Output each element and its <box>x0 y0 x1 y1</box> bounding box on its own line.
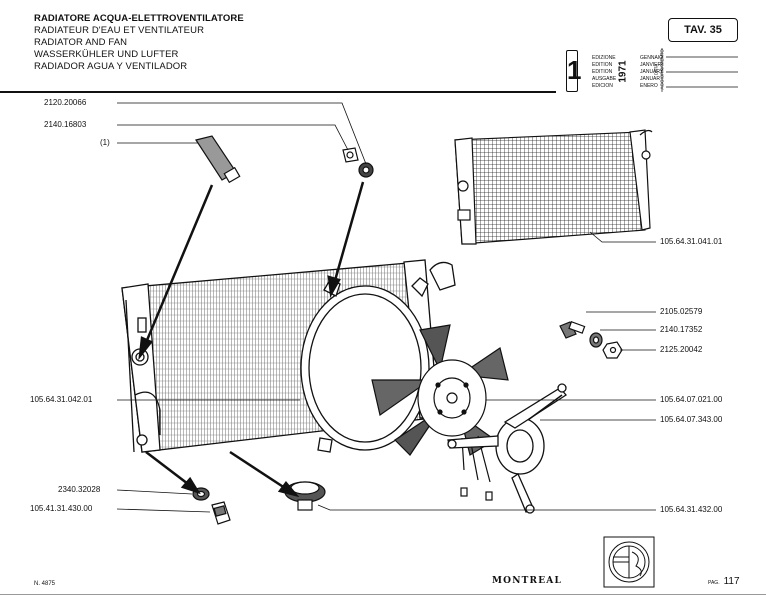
top-washer-and-nut <box>342 147 374 178</box>
brand-name: MONTREAL <box>492 576 562 586</box>
title-italian: RADIATORE ACQUA-ELETTROVENTILATORE <box>34 13 244 24</box>
edition-month: JANUAR <box>640 76 661 82</box>
leader-lines <box>116 102 656 513</box>
part-label: 105.64.07.343.00 <box>660 415 723 424</box>
edition-fill-lines <box>661 48 738 92</box>
page-number: 117 <box>723 576 740 587</box>
part-label: 2105.02579 <box>660 307 703 316</box>
part-label: 2140.17352 <box>660 325 703 334</box>
title-german: WASSERKÜHLER UND LUFTER <box>34 49 179 60</box>
edition-label: EDITION <box>592 69 613 75</box>
part-label: 2125.20042 <box>660 345 703 354</box>
drain-washer-and-plug <box>192 487 231 525</box>
part-label: 105.64.07.021.00 <box>660 395 723 404</box>
part-label: 105.64.31.432.00 <box>660 505 723 514</box>
edition-month: JANVIER <box>640 62 662 68</box>
edition-month: JANUARY <box>640 69 664 75</box>
part-label: 2340.32028 <box>58 485 101 494</box>
assembly-arrows <box>138 181 563 498</box>
drawing-number: N. 4875 <box>34 581 56 587</box>
edition-month: GENNAIO <box>640 55 664 61</box>
edition-month: ENERO <box>640 83 658 89</box>
part-label: 105.64.31.041.01 <box>660 237 723 246</box>
alfa-romeo-logo-icon <box>603 536 655 588</box>
part-label: (1) <box>100 138 110 147</box>
fan-bracket <box>447 383 567 514</box>
title-spanish: RADIADOR AGUA Y VENTILADOR <box>34 61 188 72</box>
edition-label: EDITION <box>592 62 613 68</box>
part-label: 105.64.31.042.01 <box>30 395 93 404</box>
title-english: RADIATOR AND FAN <box>34 37 128 48</box>
edition-block: 1 EDIZIONE EDITION EDITION AUSGABE EDICI… <box>566 50 663 92</box>
table-number-badge: TAV. 35 <box>668 18 738 42</box>
part-label: 2120.20066 <box>44 98 87 107</box>
thermoswitch <box>195 135 241 184</box>
edition-label: EDICION <box>592 83 613 89</box>
edition-label: EDIZIONE <box>592 55 616 61</box>
header-rule <box>0 91 556 93</box>
fan-shroud <box>300 277 430 453</box>
edition-number-frame <box>566 50 578 92</box>
edition-label: AUSGABE <box>592 76 617 82</box>
replacement-radiator <box>454 129 653 245</box>
footer-rule <box>0 594 766 595</box>
part-label: 105.41.31.430.00 <box>30 504 93 513</box>
page-number-block: PAG.117 <box>708 576 740 587</box>
part-label: 2140.16803 <box>44 120 87 129</box>
title-french: RADIATEUR D'EAU ET VENTILATEUR <box>34 25 205 36</box>
page-prefix: PAG. <box>708 580 720 586</box>
bolt-washer-nut <box>559 321 623 359</box>
